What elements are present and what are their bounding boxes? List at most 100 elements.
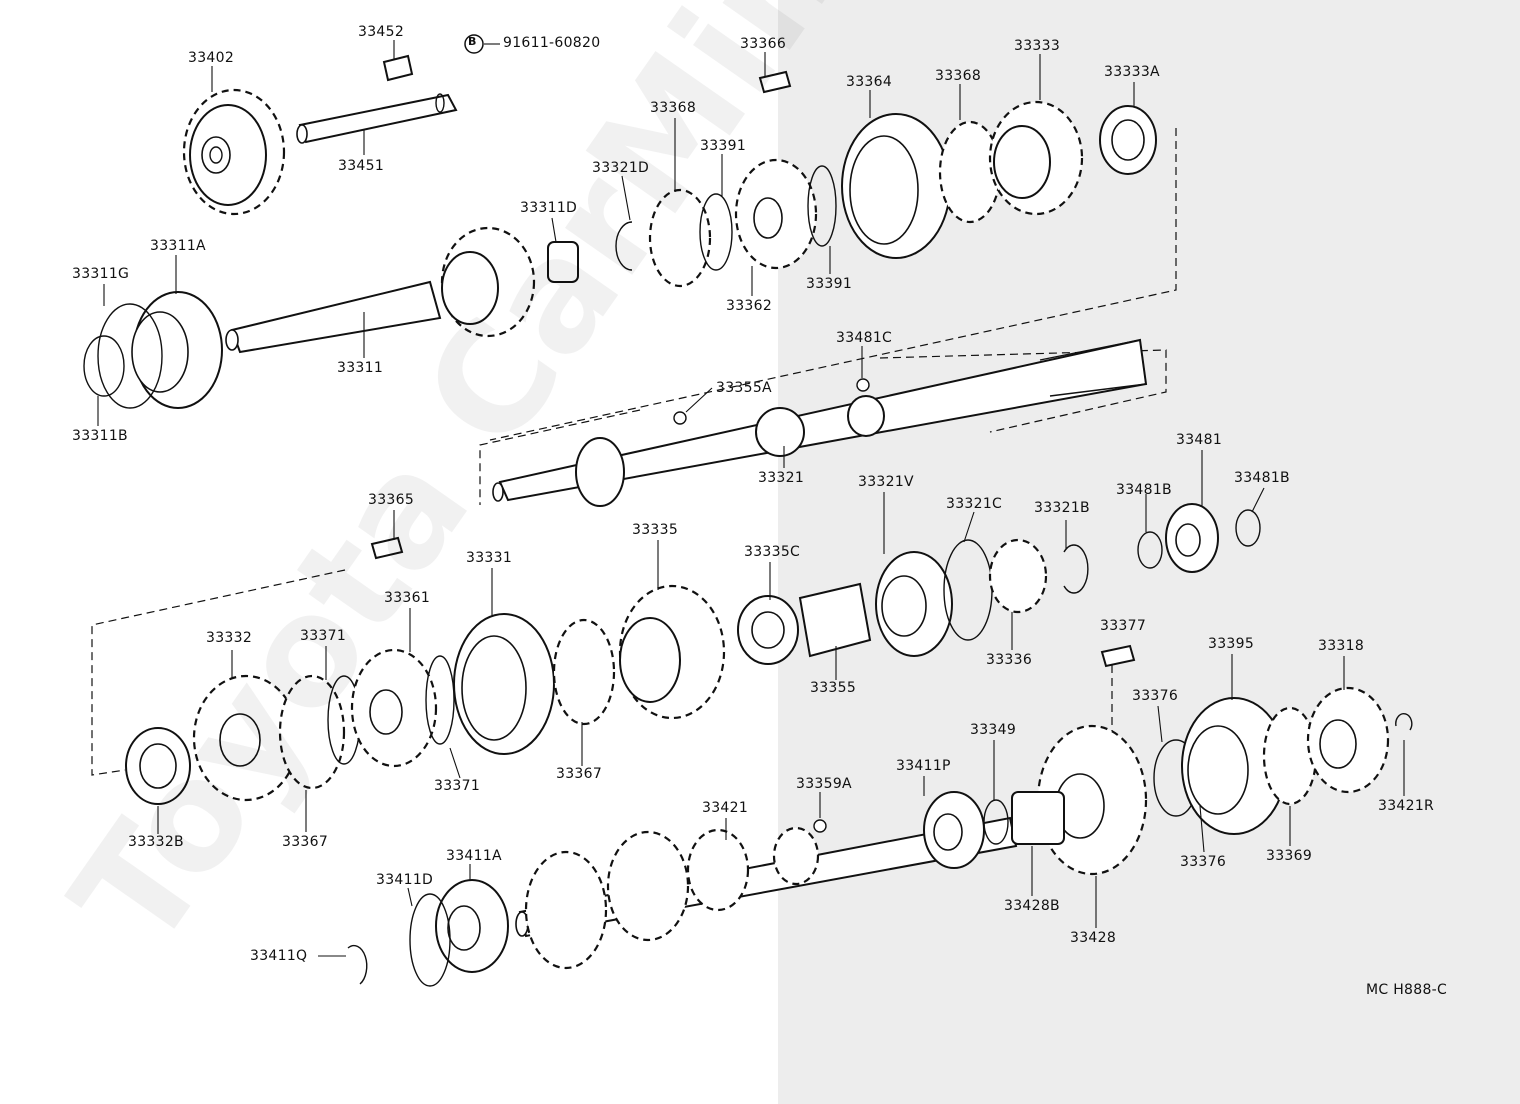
gear-33402 xyxy=(182,88,286,216)
bearing-33335C xyxy=(737,595,799,665)
part-label: 33355A xyxy=(716,380,772,396)
ring-33367-right xyxy=(552,618,616,726)
part-label: 33402 xyxy=(188,50,235,66)
part-label: 33367 xyxy=(282,834,329,850)
clip-33421R xyxy=(1395,713,1413,731)
part-label: 33481B xyxy=(1234,470,1290,486)
gear-33333 xyxy=(988,100,1084,216)
part-label: 33376 xyxy=(1132,688,1179,704)
key-33365 xyxy=(370,536,404,560)
sleeve-33364 xyxy=(841,113,951,259)
part-label: 33311G xyxy=(72,266,130,282)
snap-ring-33411D xyxy=(409,893,451,987)
input-shaft-33311 xyxy=(225,226,536,354)
key-33452 xyxy=(382,54,414,82)
bearing-33481 xyxy=(1165,503,1219,573)
ring-33369 xyxy=(1262,706,1318,806)
part-label: 33333A xyxy=(1104,64,1160,80)
part-label: 33411D xyxy=(376,872,434,888)
part-label: 33411Q xyxy=(250,948,308,964)
part-label: 33411A xyxy=(446,848,502,864)
snap-ring-33311G xyxy=(97,303,163,409)
gear-33336 xyxy=(988,538,1048,614)
part-label: 33321 xyxy=(758,470,805,486)
ring-33368-left xyxy=(648,188,712,288)
key-33377 xyxy=(1100,644,1136,668)
ball-33355A xyxy=(673,411,687,425)
spring-33391-left xyxy=(699,193,733,271)
spring-33371-right xyxy=(425,655,455,745)
sleeve-33355 xyxy=(798,582,872,658)
bearing-33311A xyxy=(131,291,223,409)
part-label: 33332B xyxy=(128,834,184,850)
part-label: 33451 xyxy=(338,158,385,174)
shaft-33451 xyxy=(296,93,458,144)
part-label: 33336 xyxy=(986,652,1033,668)
part-label: 33411P xyxy=(896,758,951,774)
roller-33311D xyxy=(547,241,579,283)
bearing-33333A xyxy=(1099,105,1157,175)
snap-ring-33321B xyxy=(1063,544,1089,594)
diagram-code: MC H888-C xyxy=(1366,982,1448,998)
part-label: 33332 xyxy=(206,630,253,646)
bolt-callout xyxy=(464,34,500,54)
sleeve-33331 xyxy=(453,613,555,755)
leader-lines xyxy=(97,40,1405,957)
part-label: 33366 xyxy=(740,36,787,52)
bolt-callout-letter: B xyxy=(468,35,477,48)
part-label: 33481B xyxy=(1116,482,1172,498)
part-label: 33321D xyxy=(592,160,650,176)
bearing-33411A xyxy=(435,879,509,973)
output-shaft-33321 xyxy=(492,338,1148,507)
part-label: 33349 xyxy=(970,722,1017,738)
part-label: 33421R xyxy=(1378,798,1435,814)
part-label: 33481 xyxy=(1176,432,1223,448)
snap-ring-33411Q xyxy=(347,944,368,985)
part-label: 33333 xyxy=(1014,38,1061,54)
bearing-33411P xyxy=(923,791,985,869)
part-label: 33335 xyxy=(632,522,679,538)
ball-33481C xyxy=(856,378,870,392)
part-label: 33391 xyxy=(700,138,747,154)
part-label: 33421 xyxy=(702,800,749,816)
ring-33367-left xyxy=(278,674,346,790)
snap-ring-33321D xyxy=(615,221,633,271)
bearing-33321V xyxy=(875,551,953,657)
bearing-33332B xyxy=(125,727,191,805)
part-label: 33365 xyxy=(368,492,415,508)
part-label: 33371 xyxy=(300,628,347,644)
part-label: 33355 xyxy=(810,680,857,696)
ball-33359A xyxy=(813,819,827,833)
part-label: 33311A xyxy=(150,238,206,254)
bolt-part-number: 91611-60820 xyxy=(503,35,601,51)
part-label: 33311B xyxy=(72,428,128,444)
part-label: 33428 xyxy=(1070,930,1117,946)
part-label: 33311D xyxy=(520,200,578,216)
part-label: 33359A xyxy=(796,776,852,792)
part-label: 33321B xyxy=(1034,500,1090,516)
gear-33332 xyxy=(192,674,300,802)
part-label: 33377 xyxy=(1100,618,1147,634)
part-label: 33321C xyxy=(946,496,1003,512)
part-label: 33452 xyxy=(358,24,405,40)
ring-33481B-right xyxy=(1235,509,1261,547)
countershaft-33421 xyxy=(515,816,1018,970)
gear-33335 xyxy=(618,584,726,720)
part-label: 33367 xyxy=(556,766,603,782)
part-label: 33428B xyxy=(1004,898,1060,914)
hub-33362 xyxy=(734,158,818,270)
part-label: 33362 xyxy=(726,298,773,314)
part-label: 33395 xyxy=(1208,636,1255,652)
bearing-33428B xyxy=(1011,791,1065,845)
part-label: 33321V xyxy=(858,474,914,490)
part-label: 33369 xyxy=(1266,848,1313,864)
gear-33318 xyxy=(1306,686,1390,794)
ring-33481B-left xyxy=(1137,531,1163,569)
assembly-outlines xyxy=(91,128,1177,776)
part-label: 33368 xyxy=(935,68,982,84)
part-label: 33391 xyxy=(806,276,853,292)
part-label: 33368 xyxy=(650,100,697,116)
part-label: 33311 xyxy=(337,360,384,376)
key-33366 xyxy=(758,70,792,94)
